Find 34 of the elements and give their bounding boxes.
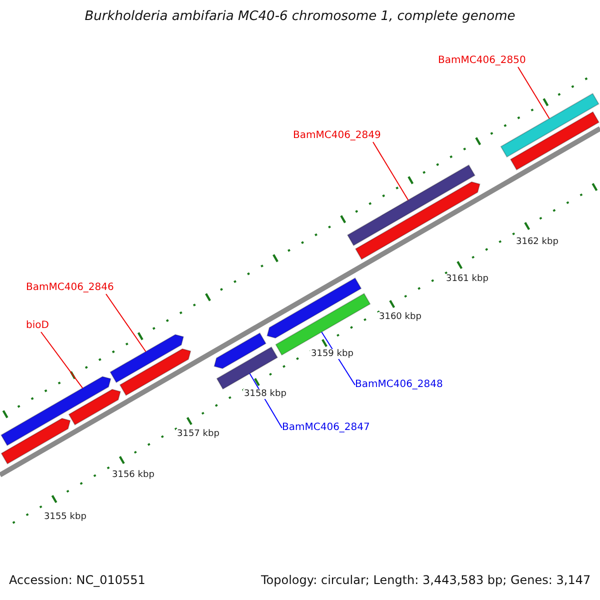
scale-label: 3161 kbp xyxy=(445,274,490,284)
leader-line xyxy=(518,66,550,120)
gene-label: bioD xyxy=(26,320,49,332)
gene-bar xyxy=(214,332,266,370)
gene-label: BamMC406_2846 xyxy=(26,282,114,294)
gene-bar xyxy=(68,388,122,426)
gene-bar xyxy=(119,348,192,396)
scale-label: 3159 kbp xyxy=(310,349,354,360)
gene-label: BamMC406_2849 xyxy=(293,130,381,142)
gene-bar xyxy=(275,292,371,356)
gene-bar xyxy=(510,111,600,170)
gene-bar xyxy=(0,376,112,446)
accession-text: Accession: NC_010551 xyxy=(9,574,146,588)
gene-bar xyxy=(354,181,480,260)
gene-bar xyxy=(346,164,476,246)
scale-label: 3162 kbp xyxy=(515,237,560,248)
gene-label: BamMC406_2847 xyxy=(282,422,370,434)
genome-summary: Topology: circular; Length: 3,443,583 bp; Genes: 3,147 xyxy=(261,574,591,588)
scale-label: 3160 kbp xyxy=(378,312,422,322)
gene-label: BamMC406_2848 xyxy=(355,379,443,390)
gene-label: BamMC406_2850 xyxy=(438,55,526,66)
gene-bar xyxy=(0,418,71,464)
leader-line xyxy=(40,332,84,389)
scale-label: 3157 kbp xyxy=(176,429,220,440)
scale-label: 3155 kbp xyxy=(43,512,88,522)
gene-bar xyxy=(500,92,600,158)
scale-label: 3156 kbp xyxy=(111,470,156,480)
gene-bar xyxy=(110,334,184,384)
scale-label: 3158 kbp xyxy=(243,389,288,400)
leader-line xyxy=(106,294,146,352)
gene-bar xyxy=(266,277,362,339)
leader-line xyxy=(372,142,409,201)
gene-bar xyxy=(216,346,278,390)
diagram-title: Burkholderia ambifaria MC40-6 chromosome 1, complete genome xyxy=(84,10,516,25)
